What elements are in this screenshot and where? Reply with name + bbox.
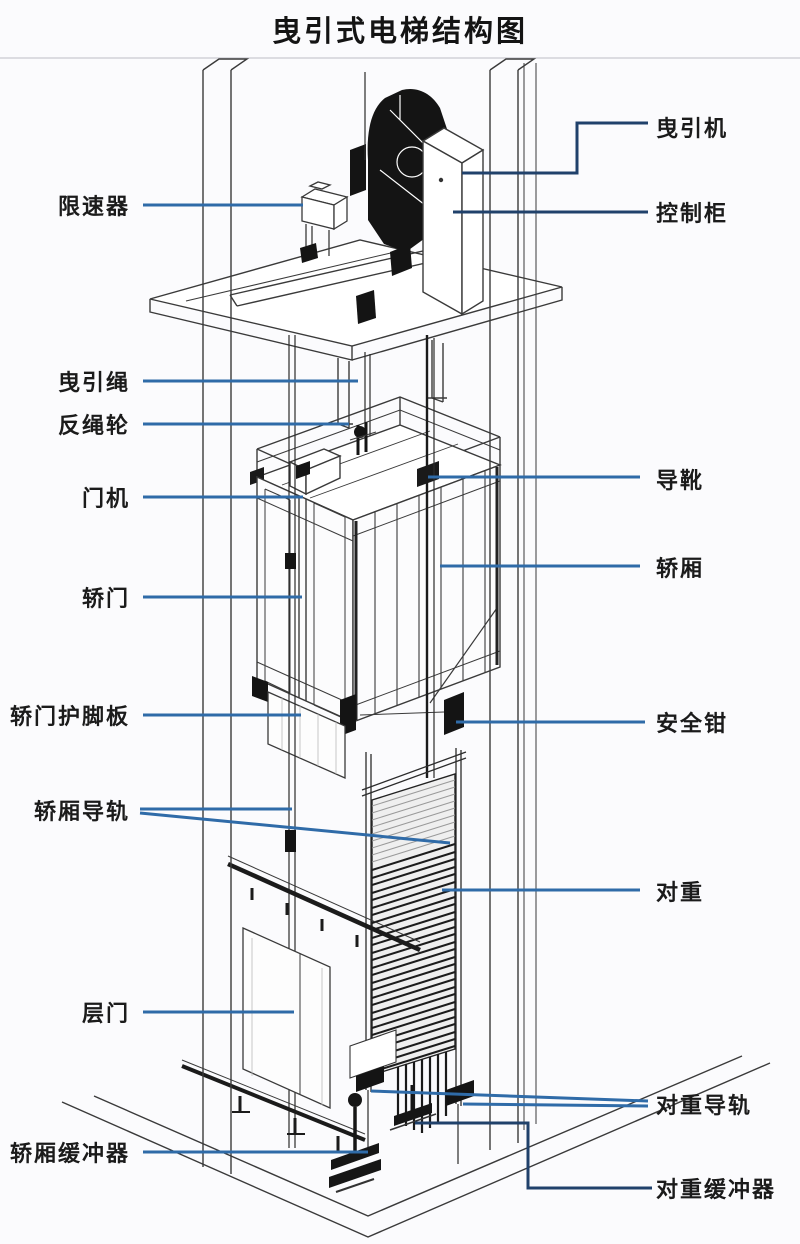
label-safety-gear: 安全钳 [656,711,729,736]
label-car-guide-rail: 轿厢导轨 [33,799,130,824]
label-door-operator: 门机 [81,486,130,511]
landing-door-drawing [181,855,421,1153]
label-counterweight: 对重 [656,880,705,905]
label-deflector-sheave: 反绳轮 [57,413,130,438]
title-divider [0,57,800,59]
label-traction-rope: 曳引绳 [57,370,130,395]
label-car: 轿厢 [656,556,705,581]
label-traction-machine: 曳引机 [656,116,729,141]
counterweight-drawing [349,748,474,1164]
machine-room-platform [149,239,563,429]
label-car-buffer: 轿厢缓冲器 [9,1141,130,1166]
label-car-door: 轿门 [81,586,130,611]
label-control-cabinet: 控制柜 [656,201,729,226]
pit-floor-drawing [61,1055,771,1238]
leader-cw-buffer [415,1121,652,1190]
leader-traction-machine [462,121,648,175]
leader-car-guide-rail [139,807,451,845]
label-car-door-toe-guard: 轿门护脚板 [9,704,130,729]
hoistway-columns-drawing [202,58,537,1174]
leader-lines [139,121,652,1190]
control-cabinet-drawing [421,127,485,316]
buffers-drawing [329,1085,437,1193]
label-landing-door: 层门 [81,1001,130,1026]
page-title: 曳引式电梯结构图 [271,16,528,48]
leader-cw-guide-rail [370,1089,649,1108]
label-guide-shoe: 导靴 [656,468,705,493]
speed-governor-drawing [300,181,349,263]
label-speed-governor: 限速器 [57,194,130,219]
label-counterweight-guide-rail: 对重导轨 [656,1093,753,1118]
label-counterweight-buffer: 对重缓冲器 [656,1177,777,1202]
